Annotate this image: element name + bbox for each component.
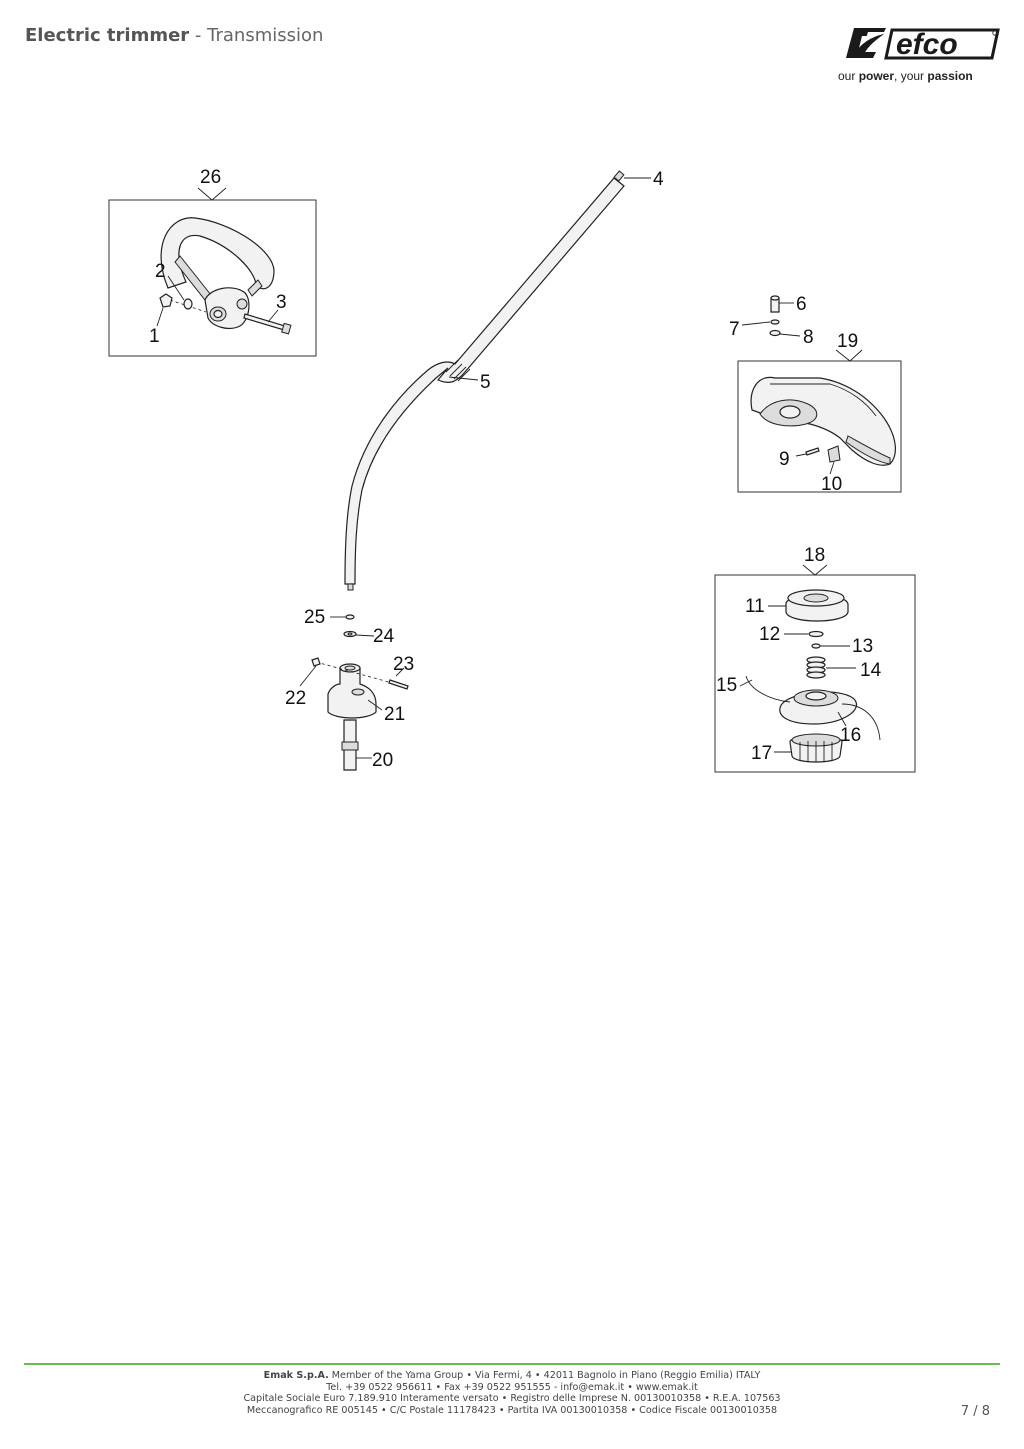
footer-company-info: Emak S.p.A. Member of the Yama Group • V… xyxy=(150,1370,874,1416)
label-5: 5 xyxy=(480,372,491,393)
svg-text:24: 24 xyxy=(373,626,395,647)
shaft-tube xyxy=(344,177,625,585)
line-cutter-blade xyxy=(827,445,841,463)
svg-text:21: 21 xyxy=(384,704,405,725)
efco-logo: efco xyxy=(846,28,1000,61)
svg-text:26: 26 xyxy=(200,167,221,188)
svg-text:22: 22 xyxy=(285,688,306,709)
footer-line-4: Meccanografico RE 005145 • C/C Postale 1… xyxy=(246,1404,778,1416)
footer-line-2: Tel. +39 0522 956611 • Fax +39 0522 9515… xyxy=(326,1381,698,1393)
svg-text:2: 2 xyxy=(155,261,166,282)
label-24: 24 xyxy=(373,626,395,647)
exploded-parts-diagram: .part { fill: #f2f2f2; stroke: #222; str… xyxy=(108,167,916,773)
svg-text:13: 13 xyxy=(852,636,873,657)
svg-text:20: 20 xyxy=(372,750,393,771)
label-11: 11 xyxy=(745,596,765,617)
svg-text:3: 3 xyxy=(276,292,287,313)
svg-text:5: 5 xyxy=(480,372,491,393)
washer-12 xyxy=(808,630,824,638)
label-13: 13 xyxy=(852,636,873,657)
svg-text:1: 1 xyxy=(149,326,160,347)
logo-wordmark: efco xyxy=(896,28,958,61)
handle-assembly-group: 26 2 3 1 xyxy=(108,167,317,357)
svg-text:9: 9 xyxy=(779,449,790,470)
brand-mark-icon xyxy=(846,28,886,58)
washer-8 xyxy=(769,329,781,337)
label-21: 21 xyxy=(384,704,405,725)
svg-text:25: 25 xyxy=(304,607,325,628)
label-12: 12 xyxy=(759,624,780,645)
svg-text:14: 14 xyxy=(860,660,882,681)
label-10: 10 xyxy=(821,474,842,495)
label-18: 18 xyxy=(804,545,825,566)
page-title: Electric trimmer - Transmission xyxy=(25,25,323,46)
label-16: 16 xyxy=(840,725,861,746)
screw-9 xyxy=(805,447,820,456)
footer-line-3: Capitale Sociale Euro 7.189.910 Interame… xyxy=(243,1393,781,1404)
page-number: 7 / 8 xyxy=(960,1404,990,1419)
label-15: 15 xyxy=(716,675,737,696)
footer-rule xyxy=(24,1363,1000,1365)
footer-line-1: Emak S.p.A. Member of the Yama Group • V… xyxy=(263,1370,761,1381)
svg-text:12: 12 xyxy=(759,624,780,645)
svg-text:4: 4 xyxy=(653,169,664,190)
washer-7 xyxy=(770,319,780,325)
svg-text:17: 17 xyxy=(751,743,772,764)
screw-23 xyxy=(388,679,409,690)
spool-head-assembly-group: 18 11 12 13 14 15 16 17 xyxy=(714,545,916,773)
trimmer-line xyxy=(745,675,881,741)
svg-text:18: 18 xyxy=(804,545,825,566)
washer-25 xyxy=(345,614,355,620)
svg-text:19: 19 xyxy=(837,331,858,352)
guard-assembly-group: 6 7 8 19 9 10 xyxy=(729,294,902,495)
svg-text:8: 8 xyxy=(803,327,814,348)
title-bold: Electric trimmer xyxy=(25,25,190,46)
label-2: 2 xyxy=(155,261,166,282)
label-20: 20 xyxy=(372,750,393,771)
label-26: 26 xyxy=(200,167,221,188)
svg-text:11: 11 xyxy=(745,596,765,617)
label-25: 25 xyxy=(304,607,325,628)
title-rest: - Transmission xyxy=(189,25,324,46)
label-4: 4 xyxy=(653,169,664,190)
svg-text:6: 6 xyxy=(796,294,807,315)
label-17: 17 xyxy=(751,743,772,764)
label-1: 1 xyxy=(149,326,160,347)
svg-text:16: 16 xyxy=(840,725,861,746)
svg-text:15: 15 xyxy=(716,675,737,696)
svg-text:10: 10 xyxy=(821,474,842,495)
bolt-3 xyxy=(243,313,286,331)
label-19: 19 xyxy=(837,331,858,352)
label-7: 7 xyxy=(729,319,740,340)
label-9: 9 xyxy=(779,449,790,470)
label-8: 8 xyxy=(803,327,814,348)
label-3: 3 xyxy=(276,292,287,313)
label-14: 14 xyxy=(860,660,882,681)
nut-22 xyxy=(311,657,321,667)
handle-loop xyxy=(160,217,275,290)
brand-tagline: our power, your passion xyxy=(838,69,973,83)
washer-2 xyxy=(183,298,193,310)
label-6: 6 xyxy=(796,294,807,315)
ring-13 xyxy=(811,643,821,649)
spring-14 xyxy=(806,656,826,679)
logo-wordmark-frame xyxy=(884,28,1000,60)
label-22: 22 xyxy=(285,688,306,709)
drive-shaft: 4 5 xyxy=(344,169,664,591)
svg-text:7: 7 xyxy=(729,319,740,340)
gear-head-group: 25 24 23 22 21 20 xyxy=(285,607,414,771)
nut-1 xyxy=(159,293,173,308)
svg-text:23: 23 xyxy=(393,654,414,675)
label-23: 23 xyxy=(393,654,414,675)
